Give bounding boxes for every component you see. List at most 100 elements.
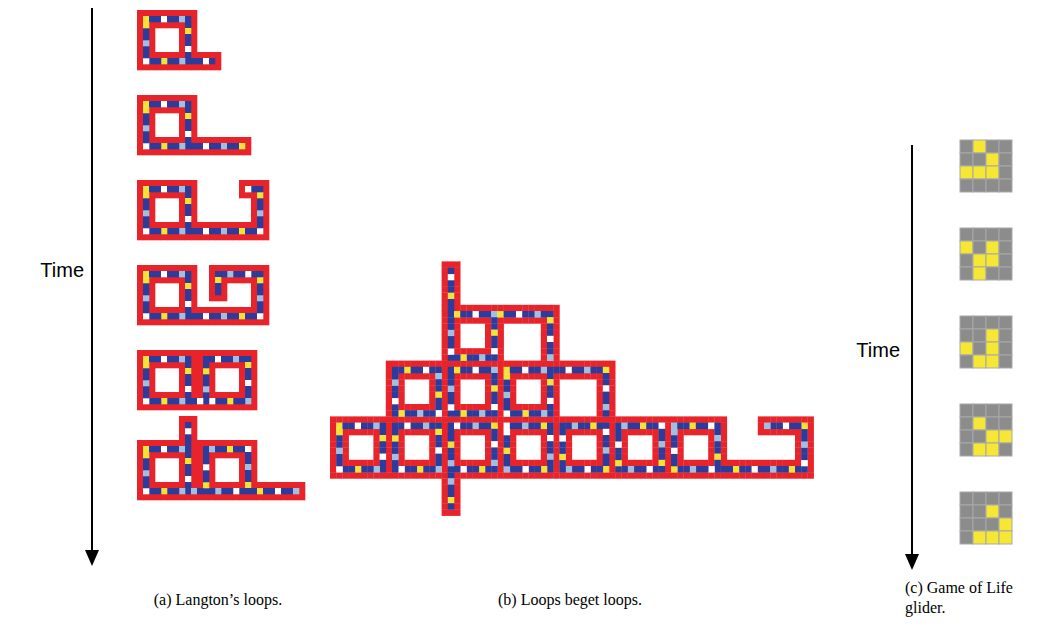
loop-cell: [429, 460, 436, 467]
loop-cell: [559, 466, 566, 473]
loop-cell: [185, 277, 191, 283]
loop-cell: [179, 374, 185, 380]
loop-cell: [454, 354, 461, 361]
loop-cell: [233, 446, 239, 452]
loop-cell: [776, 429, 783, 436]
loop-cell: [522, 416, 529, 423]
loop-cell: [155, 222, 161, 228]
loop-cell: [516, 410, 523, 417]
loop-cell: [143, 271, 149, 277]
loop-cell: [336, 472, 343, 479]
loop-cell: [191, 52, 197, 58]
loop-cell: [398, 379, 405, 386]
loop-cell: [807, 447, 814, 454]
loop-cell: [609, 373, 616, 380]
loop-cell: [197, 58, 203, 64]
glider-cell: [999, 329, 1012, 342]
loop-cell: [203, 374, 209, 380]
loop-cell: [721, 423, 728, 430]
loop-cell: [497, 317, 504, 324]
loop-cell: [404, 410, 411, 417]
loop-cell: [197, 350, 203, 356]
loop-cell: [801, 460, 808, 467]
loop-cell: [473, 367, 480, 374]
loop-cell: [137, 488, 143, 494]
loop-cell: [380, 447, 387, 454]
loop-cell: [795, 416, 802, 423]
loop-cell: [245, 440, 251, 446]
loop-cell: [398, 472, 405, 479]
loop-cell: [197, 228, 203, 234]
loop-cell: [215, 356, 221, 362]
loop-cell: [209, 149, 215, 155]
loop-cell: [559, 447, 566, 454]
loop-cell: [263, 301, 269, 307]
loop-cell: [233, 277, 239, 283]
loop-cell: [179, 368, 185, 374]
glider-cell: [960, 179, 973, 192]
loop-cell: [603, 472, 610, 479]
loop-cell: [239, 392, 245, 398]
glider-cell: [973, 241, 986, 254]
loop-cell: [251, 494, 257, 500]
loop-cell: [776, 460, 783, 467]
loop-cell: [257, 488, 263, 494]
loop-cell: [137, 440, 143, 446]
loop-cell: [392, 404, 399, 411]
glider-frame: [960, 228, 1012, 280]
loop-cell: [398, 447, 405, 454]
loop-cell: [504, 447, 511, 454]
loop-cell: [541, 385, 548, 392]
loop-cell: [245, 350, 251, 356]
glider-cell: [973, 316, 986, 329]
loop-cell: [167, 222, 173, 228]
loop-cell: [386, 392, 393, 399]
loop-cell: [398, 373, 405, 380]
loop-cell: [137, 234, 143, 240]
loop-cell: [535, 317, 542, 324]
loop-cell: [473, 361, 480, 368]
loop-cell: [504, 435, 511, 442]
loop-cell: [541, 416, 548, 423]
loop-cell: [578, 416, 585, 423]
loop-cell: [671, 447, 678, 454]
loop-cell: [197, 404, 203, 410]
loop-cell: [155, 234, 161, 240]
loop-cell: [547, 373, 554, 380]
loop-cell: [209, 452, 215, 458]
loop-cell: [227, 398, 233, 404]
loop-cell: [764, 466, 771, 473]
loop-cell: [590, 423, 597, 430]
loop-cell: [185, 386, 191, 392]
loop-cell: [137, 143, 143, 149]
loop-cell: [448, 323, 455, 330]
loop-cell: [185, 398, 191, 404]
loop-cell: [185, 125, 191, 131]
loop-cell: [257, 198, 263, 204]
loop-cell: [185, 180, 191, 186]
loop-cell: [185, 458, 191, 464]
loop-cell: [547, 367, 554, 374]
loop-cell: [143, 95, 149, 101]
loop-cell: [404, 466, 411, 473]
loop-cell: [336, 466, 343, 473]
loop-cell: [179, 271, 185, 277]
loop-cell: [161, 356, 167, 362]
loop-cell: [541, 404, 548, 411]
loop-cell: [597, 441, 604, 448]
loop-cell: [547, 429, 554, 436]
loop-cell: [173, 228, 179, 234]
loop-cell: [429, 379, 436, 386]
loop-cell: [257, 289, 263, 295]
loop-cell: [143, 392, 149, 398]
loop-cell: [497, 441, 504, 448]
loop-cell: [504, 379, 511, 386]
loop-cell: [460, 348, 467, 355]
loop-cell: [330, 416, 337, 423]
loop-cell: [149, 52, 155, 58]
loop-cell: [155, 192, 161, 198]
loop-cell: [386, 416, 393, 423]
loop-cell: [245, 180, 251, 186]
loop-cell: [155, 440, 161, 446]
